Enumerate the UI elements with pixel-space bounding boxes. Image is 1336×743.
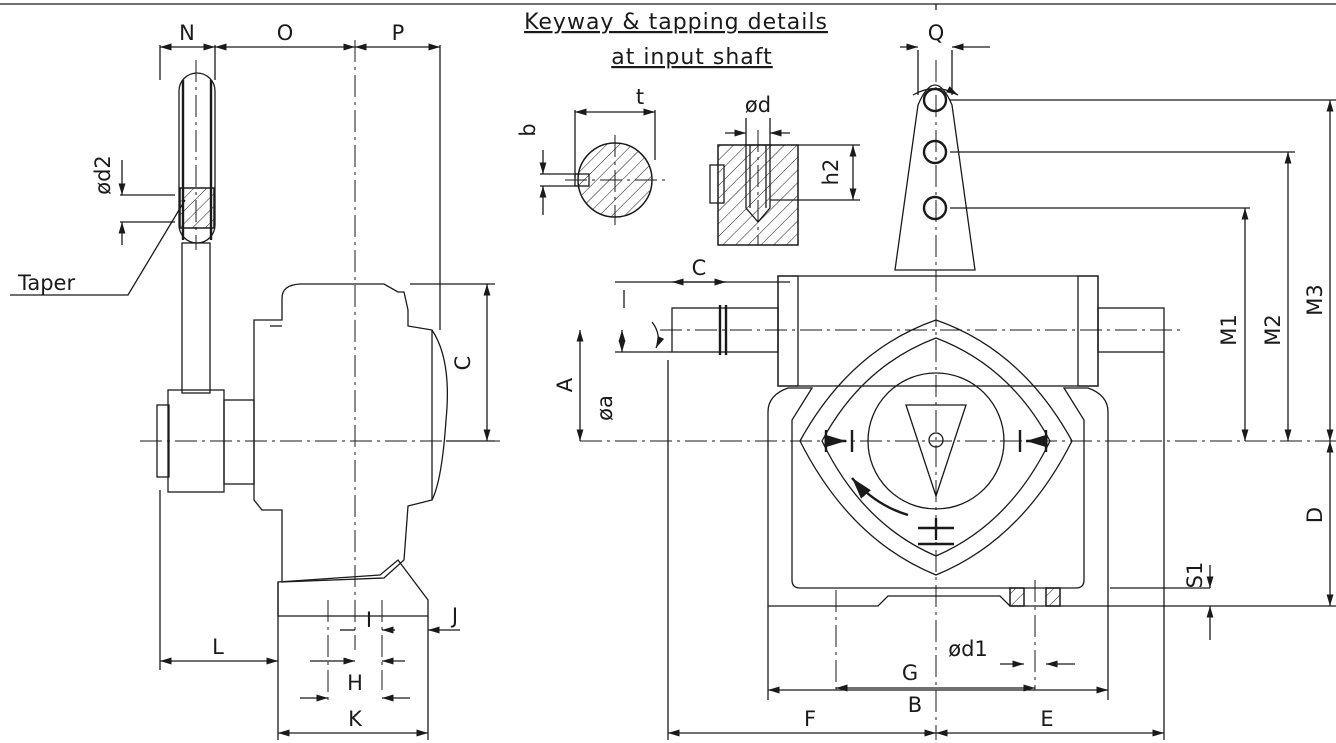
detail-title-line1: Keyway & tapping details <box>524 10 828 35</box>
rotation-arrow <box>851 477 909 517</box>
detail-title-line2: at input shaft <box>611 45 773 70</box>
label-Q: Q <box>928 21 945 45</box>
front-view <box>576 43 1336 740</box>
keyway-detail <box>539 108 860 246</box>
handle-rod <box>181 242 211 394</box>
label-taper: Taper <box>17 271 75 295</box>
label-t: t <box>636 85 644 109</box>
label-C-front: C <box>692 256 707 280</box>
label-D: D <box>1303 507 1327 523</box>
main-body <box>767 387 1109 607</box>
label-h2: h2 <box>819 159 843 186</box>
label-O: O <box>277 21 294 45</box>
label-M1: M1 <box>1217 314 1241 345</box>
label-M3: M3 <box>1303 284 1327 315</box>
label-M2: M2 <box>1261 314 1285 345</box>
label-H: H <box>347 671 363 695</box>
label-B: B <box>908 693 922 717</box>
side-view <box>10 40 500 740</box>
label-S1: S1 <box>1183 562 1207 589</box>
label-L: L <box>212 635 224 659</box>
taper-section <box>179 187 215 229</box>
label-J: J <box>450 604 458 628</box>
label-d1: ød1 <box>948 637 988 661</box>
label-P: P <box>392 21 405 45</box>
housing-body <box>253 283 433 583</box>
label-I: I <box>366 608 372 632</box>
label-G: G <box>902 661 918 685</box>
label-K: K <box>348 707 363 731</box>
label-a: øa <box>593 395 617 421</box>
cover-plate <box>431 329 449 501</box>
base-foot <box>277 559 429 617</box>
label-N: N <box>179 21 195 45</box>
label-d2: ød2 <box>91 155 115 195</box>
label-d: ød <box>745 93 771 117</box>
label-E: E <box>1040 707 1053 731</box>
label-F: F <box>804 707 816 731</box>
lever-arm <box>894 84 976 271</box>
label-A: A <box>553 377 577 392</box>
label-b: b <box>516 123 540 136</box>
label-C-side: C <box>451 356 475 371</box>
upper-housing <box>777 275 1099 387</box>
